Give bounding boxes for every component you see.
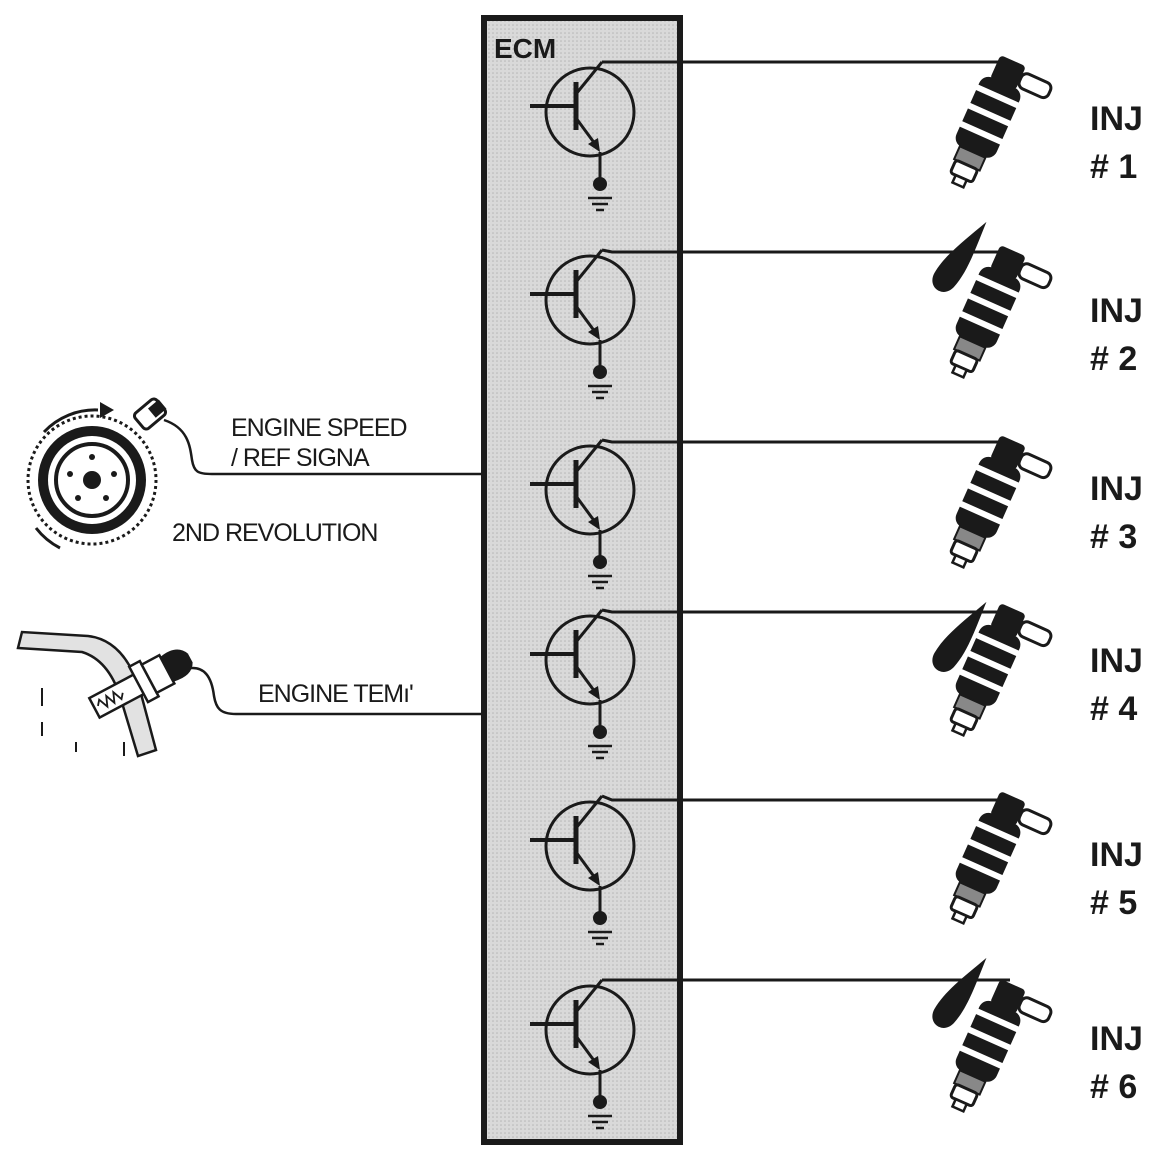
crank-wheel-icon [26,414,158,546]
injector-number: # 5 [1090,884,1137,922]
injector-number: # 1 [1090,148,1137,186]
injector-drive-wire [601,438,1010,444]
revolution-label: 2ND REVOLUTION [172,519,377,547]
injector-drive-wire [601,608,1010,614]
injector-number: # 2 [1090,340,1137,378]
engine-temp-label: ENGINE TEMı' [258,680,413,708]
transistor-icon [544,66,636,158]
ground-node-icon [593,1095,607,1109]
injector-number: # 3 [1090,518,1137,556]
temp-signal-wire [181,666,484,716]
transistor-collector [574,979,604,1013]
ground-icon [588,930,612,946]
transistor-stage [530,794,1010,946]
transistor-icon [544,254,636,346]
rotation-arrow-icon [34,402,114,550]
emitter-arrow-icon [588,686,600,700]
injector-label: INJ [1090,1020,1143,1058]
ref-signal-label: / REF SIGNA [231,444,370,472]
fuel-spray-icon [932,221,987,292]
injector-label: INJ [1090,642,1143,680]
ground-node-icon [593,911,607,925]
emitter-arrow-icon [588,1056,600,1070]
transistor-icon [544,800,636,892]
ecm-box [481,15,683,1145]
injector-label: INJ [1090,470,1143,508]
transistor-collector [574,609,604,643]
injector-label: INJ [1090,292,1143,330]
engine-speed-label: ENGINE SPEED [231,414,407,442]
injector-number: # 6 [1090,1068,1137,1106]
crank-sensor-icon [132,397,168,431]
transistor-icon [544,444,636,536]
fuel-injector-icon [949,246,1053,380]
fuel-injector-icon [949,56,1053,190]
transistor-collector [574,439,604,473]
ground-icon [588,744,612,760]
emitter-arrow-icon [588,872,600,886]
ground-icon [588,196,612,212]
ground-icon [588,384,612,400]
injector-label: INJ [1090,100,1143,138]
ground-node-icon [593,725,607,739]
ground-node-icon [593,365,607,379]
fuel-injector-icon [949,792,1053,926]
ground-node-icon [593,177,607,191]
injector-drive-wire [601,248,1010,254]
transistor-icon [544,614,636,706]
injector-column: INJ # 1 INJ # 2 INJ # 3 INJ # 4 INJ # 5 INJ # 6 [932,56,1143,1114]
transistor-collector [574,249,604,283]
transistor-stage [530,978,1010,1130]
ecm-label: ECM [494,33,556,64]
ground-icon [588,1114,612,1130]
injector-label: INJ [1090,836,1143,874]
fuel-injector-icon [949,980,1053,1114]
transistor-stage [530,438,1010,590]
injector-number: # 4 [1090,690,1137,728]
emitter-arrow-icon [588,516,600,530]
transistor-stage [530,60,1010,212]
fuel-spray-icon [932,957,987,1028]
fuel-spray-icon [932,601,987,672]
temp-sensor-icon [87,649,193,720]
emitter-arrow-icon [588,326,600,340]
transistor-stage [530,608,1010,760]
ground-icon [588,574,612,590]
fuel-injector-icon [949,436,1053,570]
ground-node-icon [593,555,607,569]
transistor-stage [530,248,1010,400]
transistor-collector [574,795,604,829]
transistor-icon [544,984,636,1076]
transistor-collector [574,61,604,95]
fuel-injector-icon [949,604,1053,738]
emitter-arrow-icon [588,138,600,152]
transistor-stages [530,60,1010,1130]
speed-signal-wire [163,418,484,476]
injector-drive-wire [601,794,1010,802]
